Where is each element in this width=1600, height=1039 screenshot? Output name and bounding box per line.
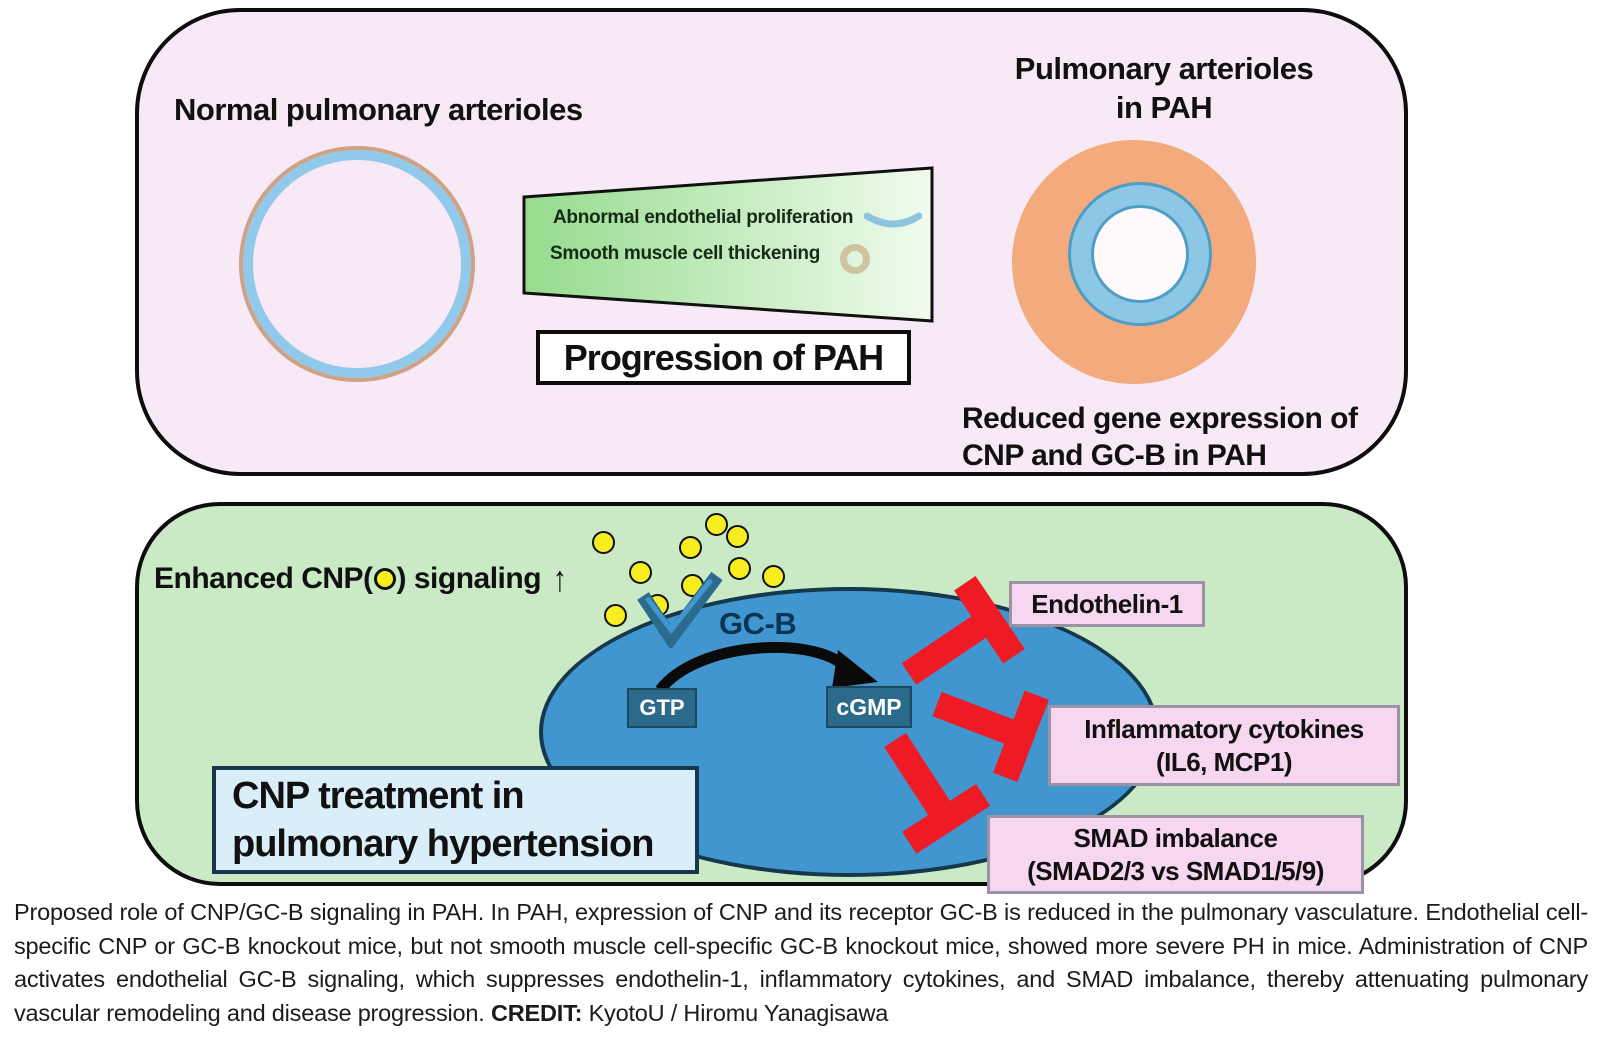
caption-body: Proposed role of CNP/GC-B signaling in P… xyxy=(14,899,1588,1026)
cytokines-label-line1: Inflammatory cytokines xyxy=(1084,713,1364,744)
enhanced-label-prefix: Enhanced CNP( xyxy=(154,562,373,595)
cnp-molecule-icon xyxy=(726,525,749,548)
normal-arterioles-title: Normal pulmonary arterioles xyxy=(174,92,583,127)
reduced-expression-note: Reduced gene expression of CNP and GC-B … xyxy=(962,400,1358,474)
smooth-muscle-icon xyxy=(840,244,870,274)
cnp-treatment-box: CNP treatment in pulmonary hypertension xyxy=(212,766,699,874)
abnormal-proliferation-label: Abnormal endothelial proliferation xyxy=(553,207,854,228)
cnp-molecule-icon xyxy=(592,531,615,554)
smad-target-box: SMAD imbalance (SMAD2/3 vs SMAD1/5/9) xyxy=(987,815,1364,894)
endothelial-proliferation-icon xyxy=(864,212,922,228)
cnp-molecule-icon xyxy=(373,568,396,590)
figure-caption: Proposed role of CNP/GC-B signaling in P… xyxy=(14,896,1588,1030)
cnp-molecule-icon xyxy=(629,561,652,584)
gcb-receptor-label: GC-B xyxy=(719,606,797,641)
endothelin-label: Endothelin-1 xyxy=(1031,588,1183,619)
cnp-treatment-line1: CNP treatment in xyxy=(232,775,525,817)
cnp-molecule-icon xyxy=(762,565,785,588)
smad-label-line2: (SMAD2/3 vs SMAD1/5/9) xyxy=(1027,855,1324,886)
pah-arterioles-title: Pulmonary arterioles in PAH xyxy=(954,49,1374,127)
pah-arteriole-lumen xyxy=(1091,205,1189,303)
bottom-panel-cnp-treatment: Enhanced CNP( ) signaling ↑ GC-B GTP cGM… xyxy=(135,502,1408,894)
endothelin-target-box: Endothelin-1 xyxy=(1009,581,1205,627)
cnp-molecule-icon xyxy=(705,513,728,536)
pah-arteriole-diagram xyxy=(1012,140,1256,384)
smad-label-line1: SMAD imbalance xyxy=(1073,822,1278,853)
progression-of-pah-label: Progression of PAH xyxy=(563,336,884,378)
gtp-label: GTP xyxy=(639,695,685,720)
progression-wedge: Abnormal endothelial proliferation Smoot… xyxy=(512,162,936,326)
pah-arteriole-intima xyxy=(1068,182,1212,326)
progression-of-pah-box: Progression of PAH xyxy=(536,330,911,385)
gcb-receptor-icon xyxy=(637,571,723,648)
pah-arterioles-title-line1: Pulmonary arterioles xyxy=(1014,51,1314,86)
cgmp-label: cGMP xyxy=(836,693,902,720)
caption-credit-value: KyotoU / Hiromu Yanagisawa xyxy=(582,999,889,1026)
reduced-expression-line2: CNP and GC-B in PAH xyxy=(962,439,1267,472)
gtp-box: GTP xyxy=(627,688,697,728)
enhanced-cnp-signaling-label: Enhanced CNP( ) signaling ↑ xyxy=(154,558,569,600)
top-panel-pah-progression: Normal pulmonary arterioles Abnormal end… xyxy=(135,8,1408,476)
pah-arterioles-title-line2: in PAH xyxy=(1115,90,1213,125)
caption-credit-label: CREDIT: xyxy=(490,999,583,1026)
smooth-muscle-label: Smooth muscle cell thickening xyxy=(550,243,821,264)
progression-wedge-shape xyxy=(522,166,934,323)
cnp-molecule-icon xyxy=(728,557,751,580)
enhanced-label-suffix: ) signaling xyxy=(396,562,542,595)
reduced-expression-line1: Reduced gene expression of xyxy=(962,402,1358,435)
gtp-to-cgmp-arrow xyxy=(655,642,878,694)
normal-arteriole-diagram xyxy=(239,146,475,382)
cnp-molecule-icon xyxy=(604,604,627,627)
cnp-treatment-line2: pulmonary hypertension xyxy=(232,823,654,865)
cytokines-target-box: Inflammatory cytokines (IL6, MCP1) xyxy=(1048,705,1400,786)
cnp-molecule-icon xyxy=(679,536,702,559)
cgmp-box: cGMP xyxy=(826,686,912,728)
increase-arrow-icon: ↑ xyxy=(552,558,567,599)
cytokines-label-line2: (IL6, MCP1) xyxy=(1155,746,1293,777)
